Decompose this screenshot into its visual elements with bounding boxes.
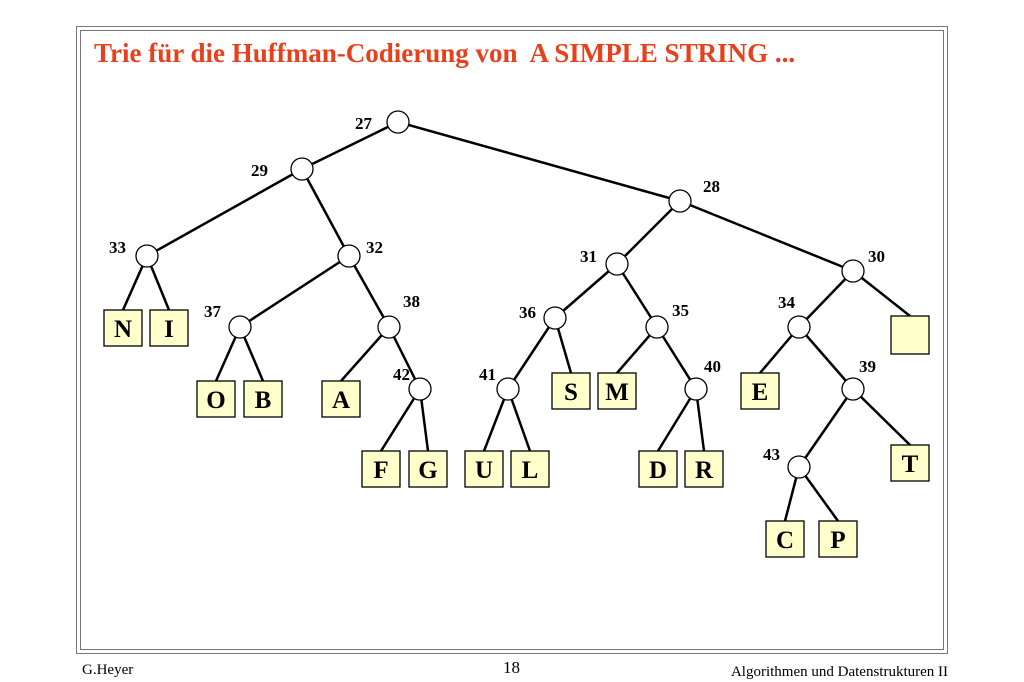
tree-node-label-38: 38	[403, 292, 420, 311]
leaf-box-R	[684, 450, 724, 488]
slide-frame-outer	[76, 26, 948, 654]
leaf-label-R: R	[695, 457, 714, 484]
leaf-box-P	[818, 520, 858, 558]
tree-node-37	[228, 315, 252, 339]
leaf-box-B	[243, 380, 283, 418]
edge-30-space	[852, 270, 911, 317]
leaf-box-N	[103, 309, 143, 347]
tree-node-label-33: 33	[109, 238, 126, 257]
leaf-label-F: F	[373, 457, 388, 484]
leaf-label-L: L	[522, 457, 539, 484]
tree-node-label-34: 34	[778, 293, 796, 312]
leaf-box-C	[765, 520, 805, 558]
leaf-box-O	[196, 380, 236, 418]
leaf-label-T: T	[902, 451, 919, 478]
tree-node-30	[841, 259, 865, 283]
tree-node-label-42: 42	[393, 365, 410, 384]
tree-node-label-41: 41	[479, 365, 496, 384]
tree-node-38	[377, 315, 401, 339]
tree-node-label-40: 40	[704, 357, 721, 376]
tree-node-label-31: 31	[580, 247, 597, 266]
tree-node-27	[386, 110, 410, 134]
edge-39-43	[797, 388, 855, 468]
tree-node-36	[543, 306, 567, 330]
leaf-label-O: O	[206, 387, 225, 414]
leaf-box-E	[740, 372, 780, 410]
leaf-box-L	[510, 450, 550, 488]
edge-36-41	[506, 317, 557, 390]
tree-node-label-39: 39	[859, 357, 876, 376]
leaf-box-F	[361, 450, 401, 488]
tree-node-label-28: 28	[703, 177, 720, 196]
edge-38-A	[340, 326, 390, 382]
leaf-box-I	[149, 309, 189, 347]
leaf-label-M: M	[605, 379, 629, 406]
edge-34-39	[798, 326, 854, 390]
leaf-box-space	[890, 315, 930, 355]
slide-title: Trie für die Huffman-Codierung von A SIM…	[94, 38, 796, 68]
leaf-label-S: S	[564, 379, 578, 406]
leaf-label-P: P	[830, 527, 845, 554]
footer-page-number: 18	[503, 658, 520, 677]
leaf-label-G: G	[418, 457, 437, 484]
edge-28-31	[616, 200, 681, 265]
tree-node-35	[645, 315, 669, 339]
tree-node-28	[668, 189, 692, 213]
tree-node-33	[135, 244, 159, 268]
leaf-label-B: B	[255, 387, 272, 414]
tree-node-label-29: 29	[251, 161, 268, 180]
footer-author: G.Heyer	[82, 662, 134, 678]
edge-35-40	[655, 326, 698, 390]
tree-node-39	[841, 377, 865, 401]
edge-29-32	[300, 168, 351, 257]
tree-node-label-27: 27	[355, 114, 373, 133]
tree-node-41	[496, 377, 520, 401]
tree-node-43	[787, 455, 811, 479]
edge-32-37	[239, 254, 350, 329]
leaf-box-S	[551, 372, 591, 410]
tree-node-label-37: 37	[204, 302, 222, 321]
leaf-label-A: A	[332, 387, 350, 414]
edge-31-35	[615, 263, 659, 328]
tree-node-31	[605, 252, 629, 276]
tree-node-29	[290, 157, 314, 181]
leaf-label-I: I	[164, 316, 174, 343]
leaf-box-T	[890, 444, 930, 482]
leaf-box-A	[321, 380, 361, 418]
tree-node-label-36: 36	[519, 303, 536, 322]
tree-node-40	[684, 377, 708, 401]
tree-node-label-32: 32	[366, 238, 383, 257]
leaf-box-M	[597, 372, 637, 410]
leaf-box-G	[408, 450, 448, 488]
tree-node-32	[337, 244, 361, 268]
tree-node-label-43: 43	[763, 445, 780, 464]
tree-node-34	[787, 315, 811, 339]
leaf-label-N: N	[114, 316, 132, 343]
edge-28-30	[679, 199, 854, 273]
edge-40-D	[656, 388, 698, 452]
leaf-box-D	[638, 450, 678, 488]
edge-29-33	[146, 167, 303, 258]
edge-27-28	[397, 120, 681, 203]
footer-course-title: Algorithmen und Datenstrukturen II	[730, 664, 948, 680]
edge-30-34	[798, 270, 854, 328]
leaf-label-U: U	[475, 457, 493, 484]
slide-frame-inner	[80, 30, 944, 650]
leaf-label-E: E	[752, 379, 769, 406]
leaf-label-D: D	[649, 457, 667, 484]
edge-31-36	[554, 263, 618, 319]
tree-node-label-35: 35	[672, 301, 689, 320]
leaf-label-C: C	[776, 527, 794, 554]
tree-node-42	[408, 377, 432, 401]
edge-32-38	[347, 255, 391, 328]
leaf-box-U	[464, 450, 504, 488]
edge-42-F	[379, 388, 422, 452]
edge-27-29	[301, 120, 399, 171]
trie-nodes: 27 29 28 33 32 37 38 42 31 30 36 35 41 40 34 39 43	[109, 110, 885, 479]
tree-node-label-30: 30	[868, 247, 885, 266]
edge-39-T	[852, 388, 911, 446]
